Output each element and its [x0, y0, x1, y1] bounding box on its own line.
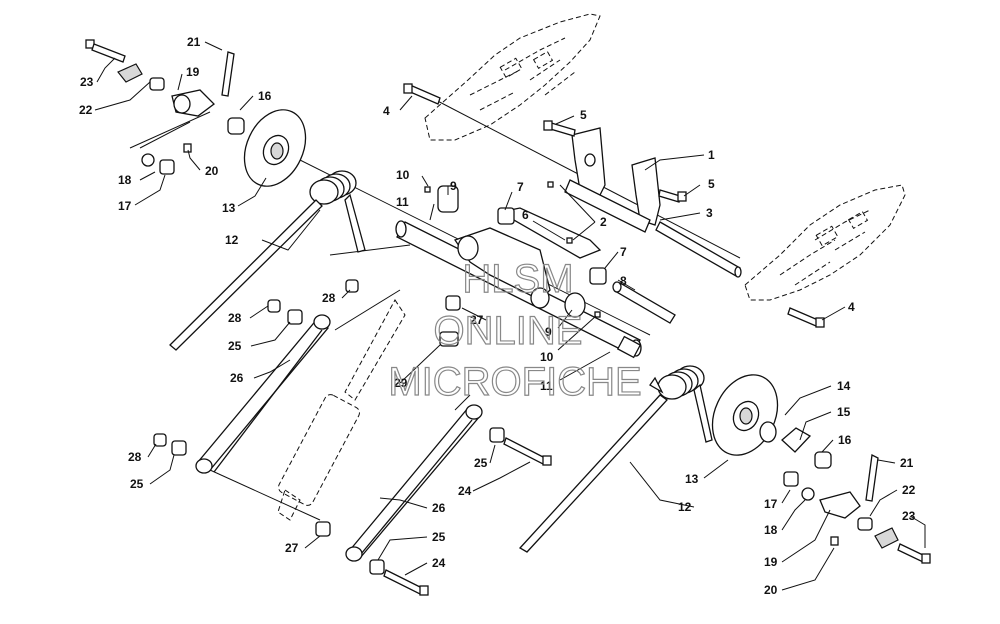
- callout-25-left-upper: 25: [228, 339, 242, 353]
- callout-14: 14: [837, 379, 851, 393]
- link-right: [345, 404, 483, 562]
- watermark-line-3: MICROFICHE: [388, 360, 641, 404]
- callout-28-lower: 28: [128, 450, 142, 464]
- callout-11-lower: 11: [540, 379, 553, 393]
- callout-13-upper: 13: [222, 201, 236, 215]
- rear-arm-assembly: [453, 207, 602, 318]
- callout-25-right-lower: 25: [432, 530, 446, 544]
- callout-28-left: 28: [228, 311, 242, 325]
- callout-24-lower: 24: [432, 556, 446, 570]
- callout-19-lower: 19: [764, 555, 778, 569]
- callout-18-lower: 18: [764, 523, 778, 537]
- callout-22-upper: 22: [79, 103, 93, 117]
- callout-23-upper: 23: [80, 75, 94, 89]
- callout-19-upper: 19: [186, 65, 200, 79]
- callout-28-center: 28: [322, 291, 336, 305]
- watermark-line-2: ONLINE: [434, 309, 583, 353]
- callout-29: 29: [394, 376, 408, 390]
- callout-5-lower: 5: [708, 177, 715, 191]
- upper-shaft: [655, 221, 742, 278]
- callout-21-upper: 21: [187, 35, 201, 49]
- callout-18-upper: 18: [118, 173, 132, 187]
- callout-25-right-upper: 25: [474, 456, 488, 470]
- callout-21-lower: 21: [900, 456, 914, 470]
- callout-12-upper: 12: [225, 233, 239, 247]
- callout-26-left: 26: [230, 371, 244, 385]
- callout-4-upper: 4: [383, 104, 390, 118]
- callout-3: 3: [706, 206, 713, 220]
- callout-22-lower: 22: [902, 483, 916, 497]
- callout-17-upper: 17: [118, 199, 132, 213]
- idler-wheel-left: [243, 109, 307, 187]
- callout-16-lower: 16: [838, 433, 852, 447]
- callout-2: 2: [600, 215, 607, 229]
- shock-absorber: [277, 299, 406, 521]
- callout-labels: 1 2 3 4 4 5 5 6 7 7 8 9 9 10 10 11 11 12…: [79, 35, 916, 597]
- callout-13-lower: 13: [685, 472, 699, 486]
- callout-25-left-lower: 25: [130, 477, 144, 491]
- callout-9-lower: 9: [545, 325, 552, 339]
- callout-16-upper: 16: [258, 89, 272, 103]
- callout-1: 1: [708, 148, 715, 162]
- callout-15: 15: [837, 405, 851, 419]
- callout-9-upper: 9: [450, 179, 457, 193]
- pin-8: [612, 281, 676, 324]
- callout-17-lower: 17: [764, 497, 778, 511]
- small-hardware: [85, 39, 931, 596]
- callout-10-upper: 10: [396, 168, 410, 182]
- torsion-spring-left: [169, 170, 366, 351]
- callout-6: 6: [522, 208, 529, 222]
- idler-wheel-right: [711, 374, 779, 456]
- callout-10-lower: 10: [540, 350, 554, 364]
- callout-20-upper: 20: [205, 164, 219, 178]
- torsion-spring-right: [518, 365, 713, 553]
- callout-11-upper: 11: [396, 195, 409, 209]
- callout-26-right: 26: [432, 501, 446, 515]
- upper-bracket: [564, 127, 661, 233]
- callout-20-lower: 20: [764, 583, 778, 597]
- link-left: [195, 314, 331, 474]
- callout-4-lower: 4: [848, 300, 855, 314]
- callout-7-upper: 7: [517, 180, 524, 194]
- callout-27-lower: 27: [285, 541, 299, 555]
- callout-23-lower: 23: [902, 509, 916, 523]
- callout-12-lower: 12: [678, 500, 692, 514]
- leader-lines: [94, 41, 926, 591]
- callout-27-center: 27: [470, 313, 484, 327]
- watermark-line-1: HLSM: [462, 257, 573, 301]
- frame-rail-upper: [424, 13, 601, 141]
- callout-24-upper: 24: [458, 484, 472, 498]
- callout-8: 8: [620, 274, 627, 288]
- watermark: HLSM ONLINE MICROFICHE: [388, 256, 643, 404]
- callout-5-upper: 5: [580, 108, 587, 122]
- callout-7-lower: 7: [620, 245, 627, 259]
- frame-rail-lower: [744, 184, 906, 301]
